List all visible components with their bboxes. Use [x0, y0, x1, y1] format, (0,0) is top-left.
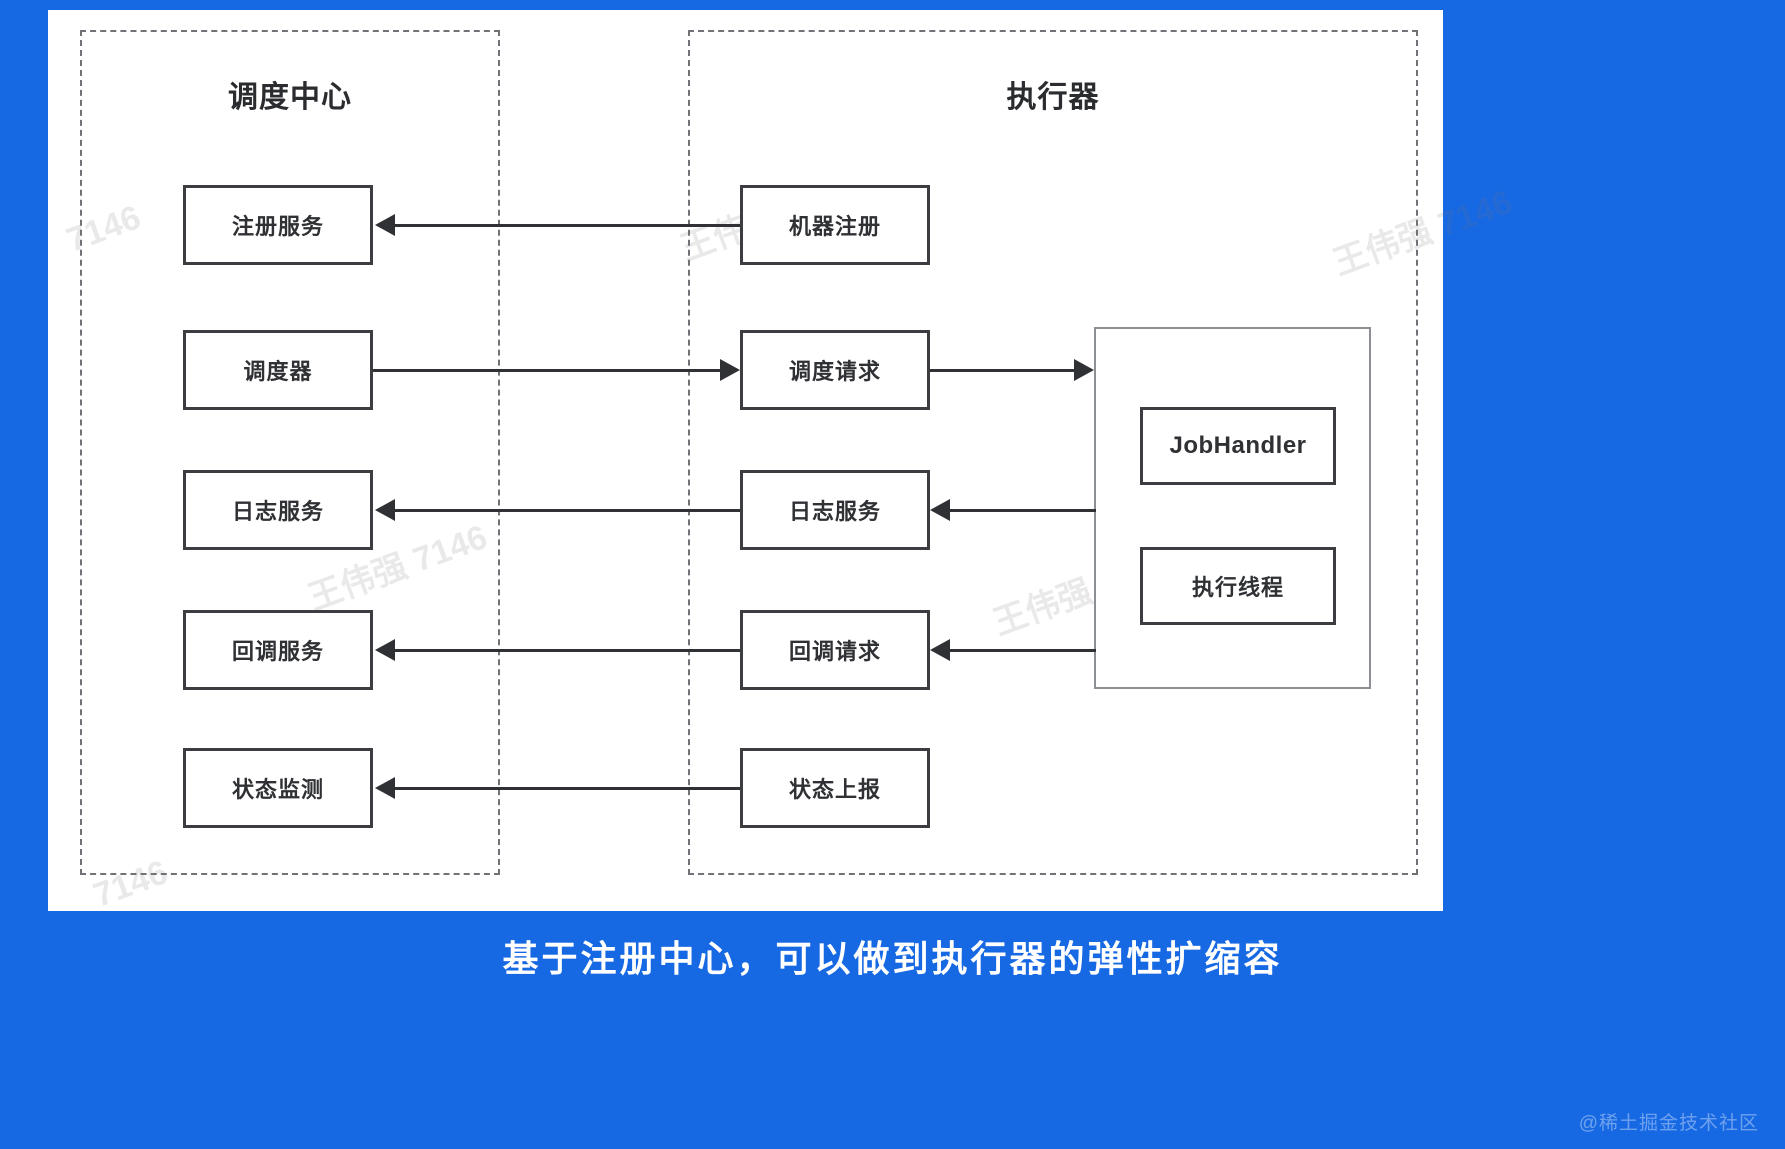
connector-row3-b [948, 509, 1096, 512]
connector-row4-b [948, 649, 1096, 652]
node-callback-service[interactable]: 回调服务 [183, 610, 373, 690]
node-schedule-request[interactable]: 调度请求 [740, 330, 930, 410]
connector-row4-a [393, 649, 740, 652]
node-jobhandler[interactable]: JobHandler [1140, 407, 1336, 485]
connector-row2-b [930, 369, 1076, 372]
panel-executor: 执行器 [688, 30, 1418, 875]
arrowhead-row3-b [930, 499, 950, 521]
diagram-canvas: 7146 王伟强 王伟强 7146 王伟强 7146 王伟强 7146 7146… [48, 10, 1517, 915]
node-status-report[interactable]: 状态上报 [740, 748, 930, 828]
arrowhead-row3-a [375, 499, 395, 521]
node-status-monitor[interactable]: 状态监测 [183, 748, 373, 828]
arrowhead-row4-a [375, 639, 395, 661]
panel-title-scheduling-center: 调度中心 [228, 81, 352, 114]
watermark-credit: @稀土掘金技术社区 [1578, 1113, 1759, 1134]
node-log-service-center[interactable]: 日志服务 [183, 470, 373, 550]
arrowhead-row2-a [720, 359, 740, 381]
connector-row1 [393, 224, 740, 227]
arrowhead-row5 [375, 777, 395, 799]
arrowhead-row2-b [1074, 359, 1094, 381]
connector-row2-a [373, 369, 722, 372]
panel-title-executor: 执行器 [1006, 81, 1100, 114]
arrowhead-row1 [375, 214, 395, 236]
node-execution-thread[interactable]: 执行线程 [1140, 547, 1336, 625]
arrowhead-row4-b [930, 639, 950, 661]
executor-runtime-container: JobHandler 执行线程 [1094, 327, 1371, 689]
node-machine-register[interactable]: 机器注册 [740, 185, 930, 265]
node-log-service-executor[interactable]: 日志服务 [740, 470, 930, 550]
node-scheduler[interactable]: 调度器 [183, 330, 373, 410]
caption-text: 基于注册中心，可以做到执行器的弹性扩缩容 [502, 938, 1283, 979]
connector-row5 [393, 787, 740, 790]
node-register-service[interactable]: 注册服务 [183, 185, 373, 265]
node-callback-request[interactable]: 回调请求 [740, 610, 930, 690]
connector-row3-a [393, 509, 740, 512]
panel-scheduling-center: 调度中心 [80, 30, 500, 875]
